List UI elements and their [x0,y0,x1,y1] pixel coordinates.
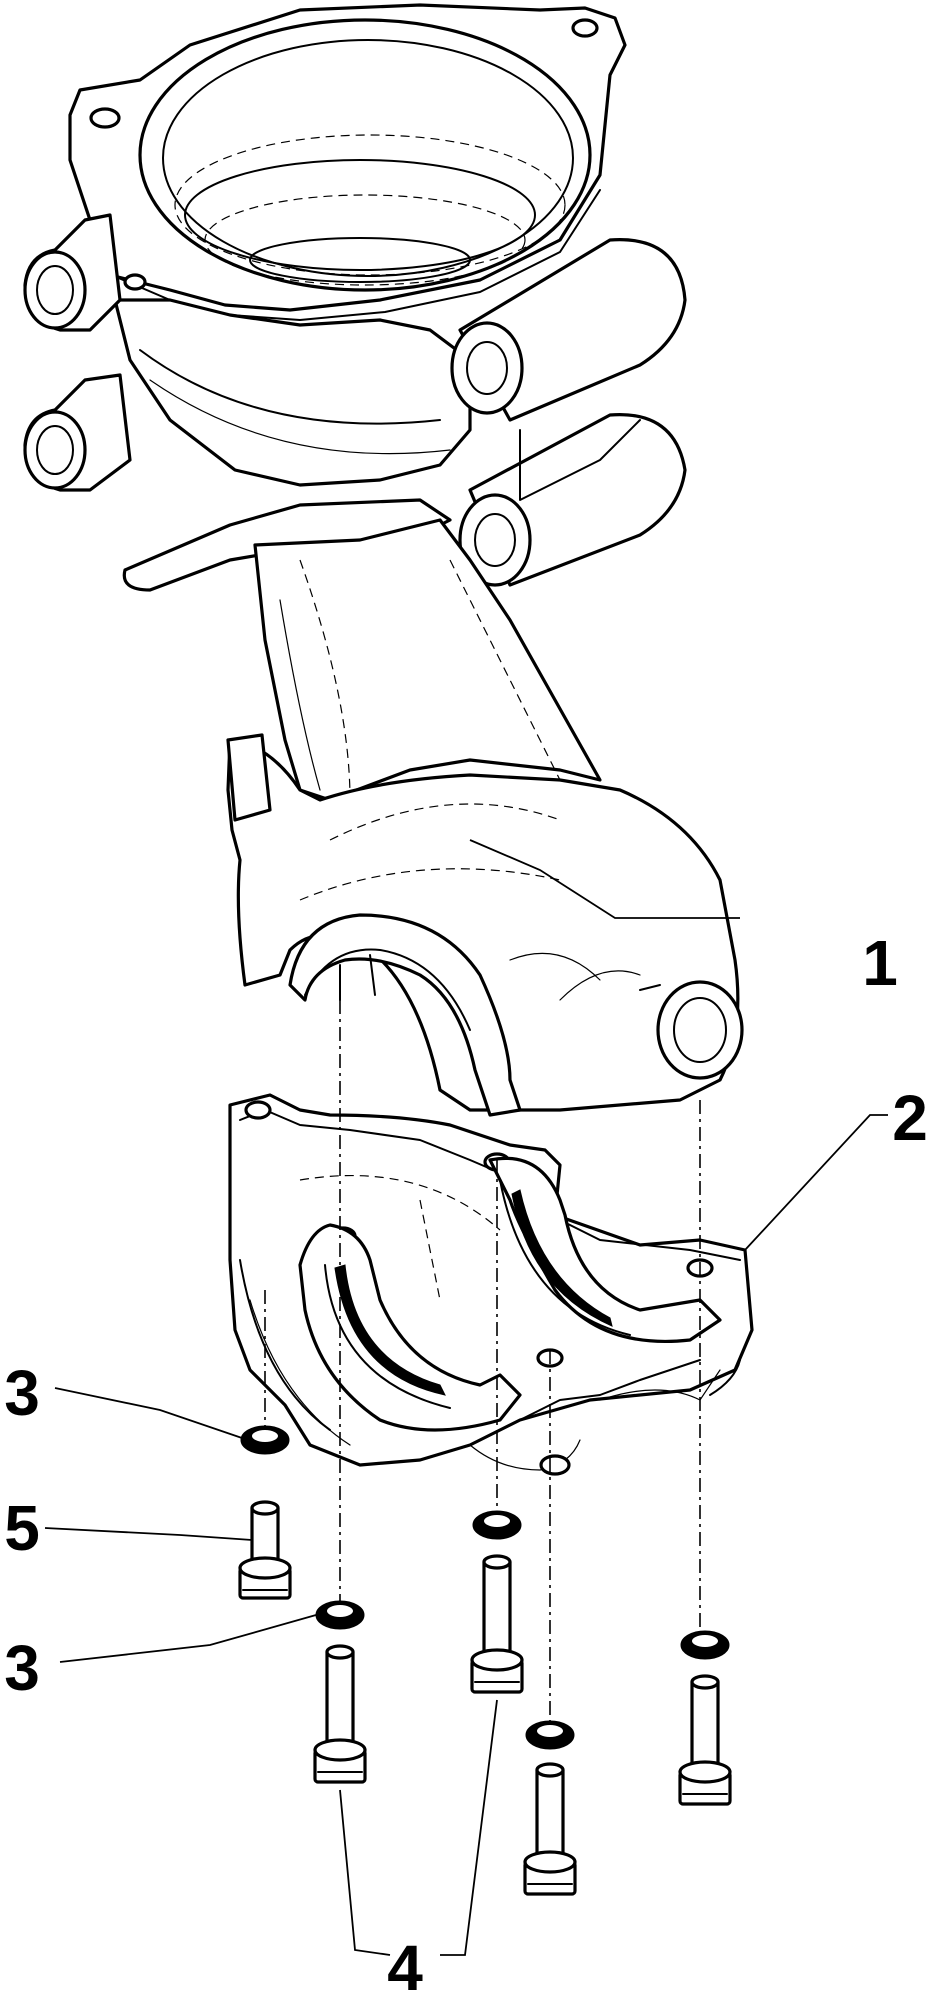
part-4-bolt-c [523,1762,577,1896]
callout-2: 2 [892,1082,928,1154]
part-4-bolt-d [678,1674,732,1806]
washer-3c [472,1510,522,1540]
callout-1: 1 [862,927,898,999]
callout-4: 4 [387,1932,423,2000]
part-4-bolt-a [313,1644,367,1784]
part-5-short-bolt [238,1500,292,1600]
part-2-lower-cap [228,1093,754,1476]
callouts: 1 2 3 5 3 4 [4,927,928,2000]
callout-5: 5 [4,1492,40,1564]
washer-3b [315,1600,365,1630]
washer-3a [240,1425,290,1455]
part-4-bolt-b [470,1554,524,1694]
callout-3-upper: 3 [4,1357,40,1429]
washer-3d [525,1720,575,1750]
washer-3e [680,1630,730,1660]
leader-lines [44,839,888,1956]
part-3-washers [240,1425,730,1750]
part-1-upper-housing [23,3,744,1117]
bolt-axis-lines [264,1000,701,1735]
callout-3-lower: 3 [4,1632,40,1704]
